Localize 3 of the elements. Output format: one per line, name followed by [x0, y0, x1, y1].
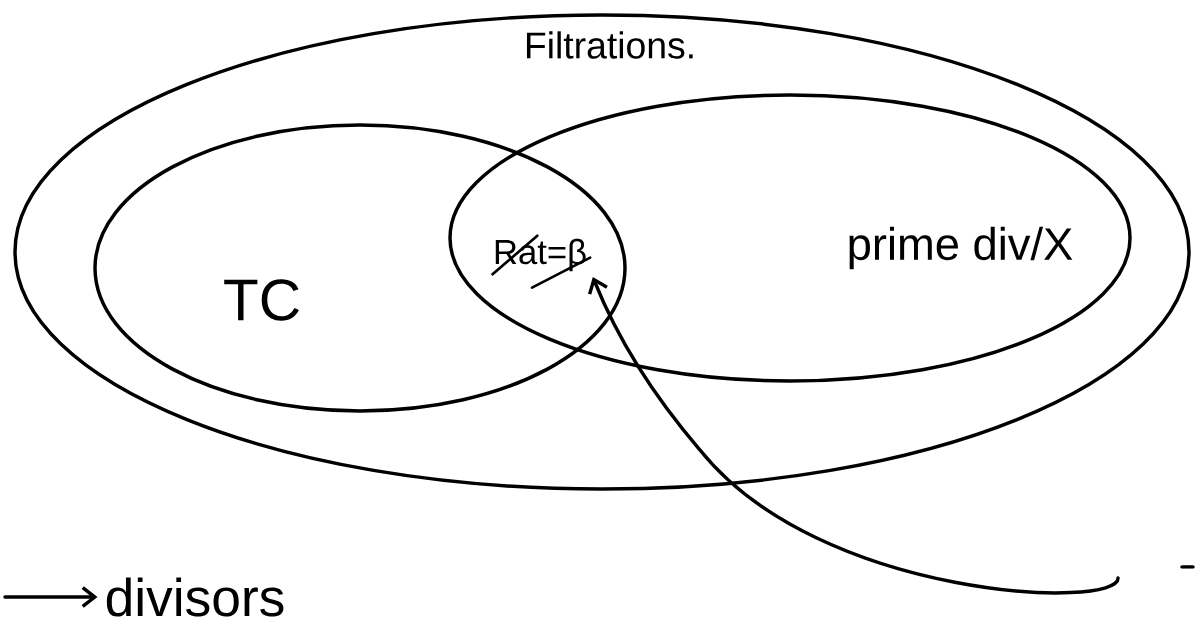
arrow	[3, 586, 98, 608]
arrow	[587, 276, 1120, 595]
handwritten-text: divisors	[106, 577, 284, 617]
